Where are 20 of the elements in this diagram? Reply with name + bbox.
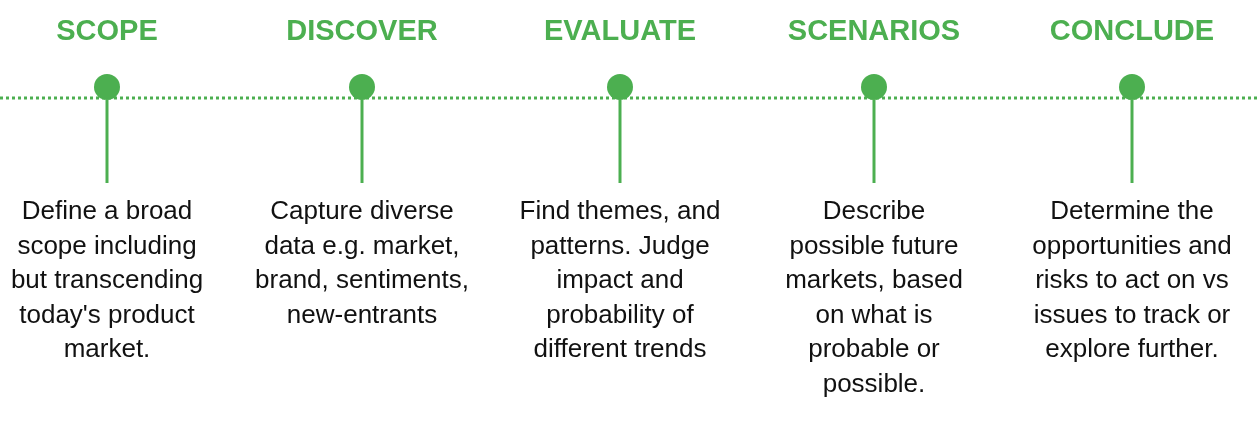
connector-line <box>105 100 109 183</box>
connector-line <box>872 100 876 183</box>
timeline-dot <box>861 74 887 100</box>
stage-title: CONCLUDE <box>1049 14 1215 47</box>
stage-title: EVALUATE <box>544 14 696 47</box>
timeline-dot <box>349 74 375 100</box>
stage-description: Describe possible future markets, based on what is probable or possible. <box>773 193 975 400</box>
connector-line <box>618 100 622 183</box>
connector-line <box>1130 100 1134 183</box>
timeline-dot <box>607 74 633 100</box>
stage-description: Determine the opportunities and risks to act on vs issues to track or explore further. <box>1028 193 1236 366</box>
stage-description: Define a broad scope including but transcending today's product market. <box>4 193 210 366</box>
stage-title: SCENARIOS <box>787 14 961 47</box>
stage-title: SCOPE <box>56 14 158 47</box>
timeline-dot <box>1119 74 1145 100</box>
connector-line <box>360 100 364 183</box>
stage-description: Capture diverse data e.g. market, brand, sentiments, new-entrants <box>254 193 470 331</box>
stage-title: DISCOVER <box>286 14 438 47</box>
timeline-dot <box>94 74 120 100</box>
stage-description: Find themes, and patterns. Judge impact and probability of different trends <box>519 193 721 366</box>
